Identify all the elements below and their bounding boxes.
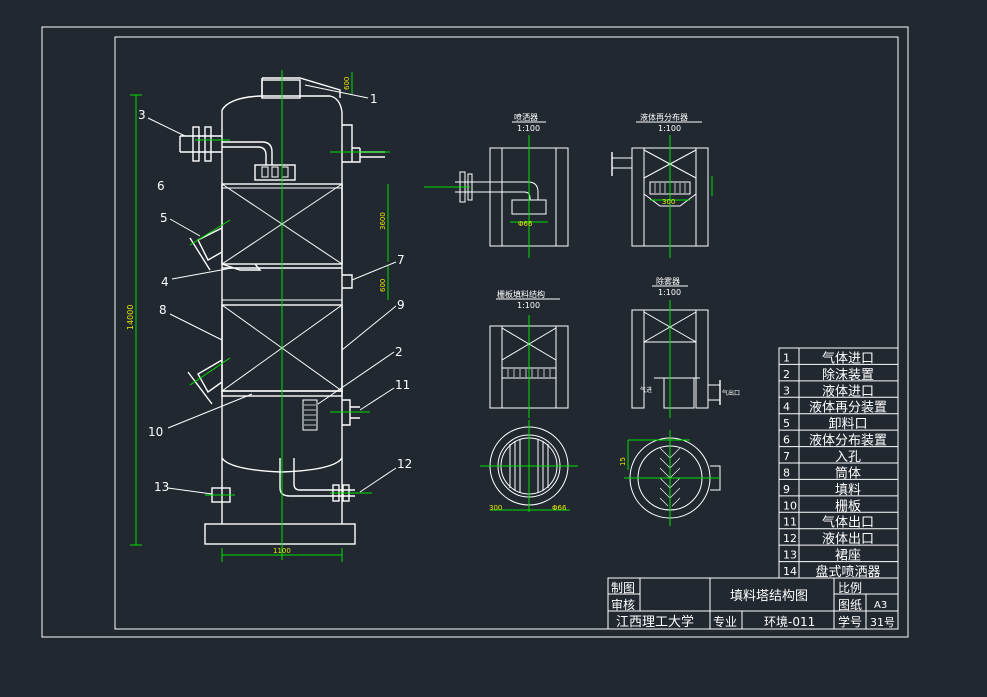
callout-7: 7 [397, 253, 405, 267]
tb-id-value: 31号 [870, 616, 895, 629]
tb-sheet-value: A3 [874, 600, 887, 611]
tb-major-value: 环境-011 [764, 614, 815, 629]
packing-title: 栅板填料结构 [497, 289, 545, 299]
tb-id-label: 学号 [838, 614, 862, 629]
callout-6: 6 [157, 179, 165, 193]
dim-top: 600 [343, 77, 351, 90]
part-name: 液体进口 [822, 384, 874, 399]
sprayer-title: 喷洒器 [514, 112, 538, 122]
part-number: 11 [783, 516, 797, 529]
part-name: 液体分布装置 [809, 434, 887, 449]
tb-title: 填料塔结构图 [730, 589, 808, 604]
callout-12: 12 [397, 457, 412, 471]
dim-height: 14000 [126, 305, 135, 330]
demister-scale: 1:100 [658, 288, 681, 297]
parts-list: 1 气体进口 2 除沫装置 3 液体进口 4 液体再分装置 5 卸料口 6 液体分布装置 7 入孔 8 筒体 9… [778, 347, 899, 580]
demister-gas-in: 气进 [640, 386, 652, 394]
part-name: 筒体 [835, 465, 861, 481]
part-name: 除沫装置 [822, 368, 874, 383]
packing-dim-b: Φ66 [552, 504, 567, 512]
part-number: 3 [783, 384, 790, 397]
demister-dim: 15 [619, 457, 627, 466]
dim-mid: 600 [379, 279, 387, 292]
part-number: 5 [783, 417, 790, 430]
callout-13: 13 [154, 480, 169, 494]
part-number: 12 [783, 532, 797, 545]
part-name: 盘式喷洒器 [815, 564, 880, 580]
callout-8: 8 [159, 303, 167, 317]
packing-dim-a: 300 [489, 504, 502, 512]
part-number: 1 [783, 351, 790, 364]
callout-4: 4 [161, 275, 169, 289]
part-number: 13 [783, 549, 797, 562]
tb-school: 江西理工大学 [616, 614, 694, 630]
part-name: 入孔 [835, 450, 861, 465]
part-name: 裙座 [835, 549, 861, 564]
part-number: 9 [783, 483, 790, 496]
part-name: 栅板 [835, 499, 861, 514]
tb-draw: 制图 [611, 581, 635, 595]
tb-scale-label: 比例 [838, 581, 862, 595]
part-name: 液体再分装置 [809, 401, 887, 416]
tower-dimensions: 14000 600 3600 600 1100 [126, 72, 389, 562]
packed-tower-elevation [179, 70, 390, 560]
detail-sprayer: 喷洒器 1:100 Φ66 [424, 112, 569, 258]
part-number: 4 [783, 401, 790, 414]
packing-scale: 1:100 [517, 301, 540, 310]
callout-1: 1 [370, 92, 378, 106]
inner-frame [114, 36, 899, 630]
demister-gas-out: 气出口 [722, 389, 740, 397]
part-number: 6 [783, 434, 790, 447]
callout-11: 11 [395, 378, 410, 392]
part-number: 10 [783, 499, 797, 512]
part-name: 卸料口 [828, 416, 867, 432]
callout-2: 2 [395, 345, 403, 359]
callout-9: 9 [397, 298, 405, 312]
tb-sheet-label: 图纸 [838, 598, 862, 612]
part-name: 液体出口 [822, 532, 874, 547]
callout-3: 3 [138, 108, 146, 122]
part-number: 14 [783, 565, 797, 578]
tb-major-label: 专业 [713, 614, 737, 629]
dim-upper: 3600 [379, 212, 387, 230]
tower-callouts: 1 3 6 5 4 7 8 9 2 11 10 13 12 [138, 84, 412, 495]
detail-redistributor: 液体再分布器 1:100 300 [611, 112, 713, 258]
part-name: 气体进口 [822, 350, 874, 366]
redistributor-title: 液体再分布器 [640, 112, 688, 122]
part-number: 2 [783, 368, 790, 381]
part-number: 7 [783, 450, 790, 463]
callout-10: 10 [148, 425, 163, 439]
redistributor-scale: 1:100 [658, 124, 681, 133]
demister-title: 除雾器 [656, 276, 680, 286]
dim-width: 1100 [273, 547, 291, 555]
sprayer-scale: 1:100 [517, 124, 540, 133]
demister-pad [302, 399, 318, 431]
part-number: 8 [783, 466, 790, 479]
outer-frame [41, 26, 909, 638]
detail-packing: 栅板填料结构 1:100 300 Φ66 [480, 289, 578, 512]
tb-check: 审核 [611, 597, 635, 612]
part-name: 气体出口 [822, 515, 874, 531]
sprayer-dim: Φ66 [518, 220, 533, 228]
redistributor-dim: 300 [662, 198, 675, 206]
part-name: 填料 [835, 483, 861, 498]
title-block: 制图 审核 填料塔结构图 比例 图纸 A3 江西理工大学 专业 环境-011 学… [607, 577, 899, 630]
callout-5: 5 [160, 211, 168, 225]
detail-demister: 除雾器 1:100 气进 气出口 15 [619, 276, 740, 526]
